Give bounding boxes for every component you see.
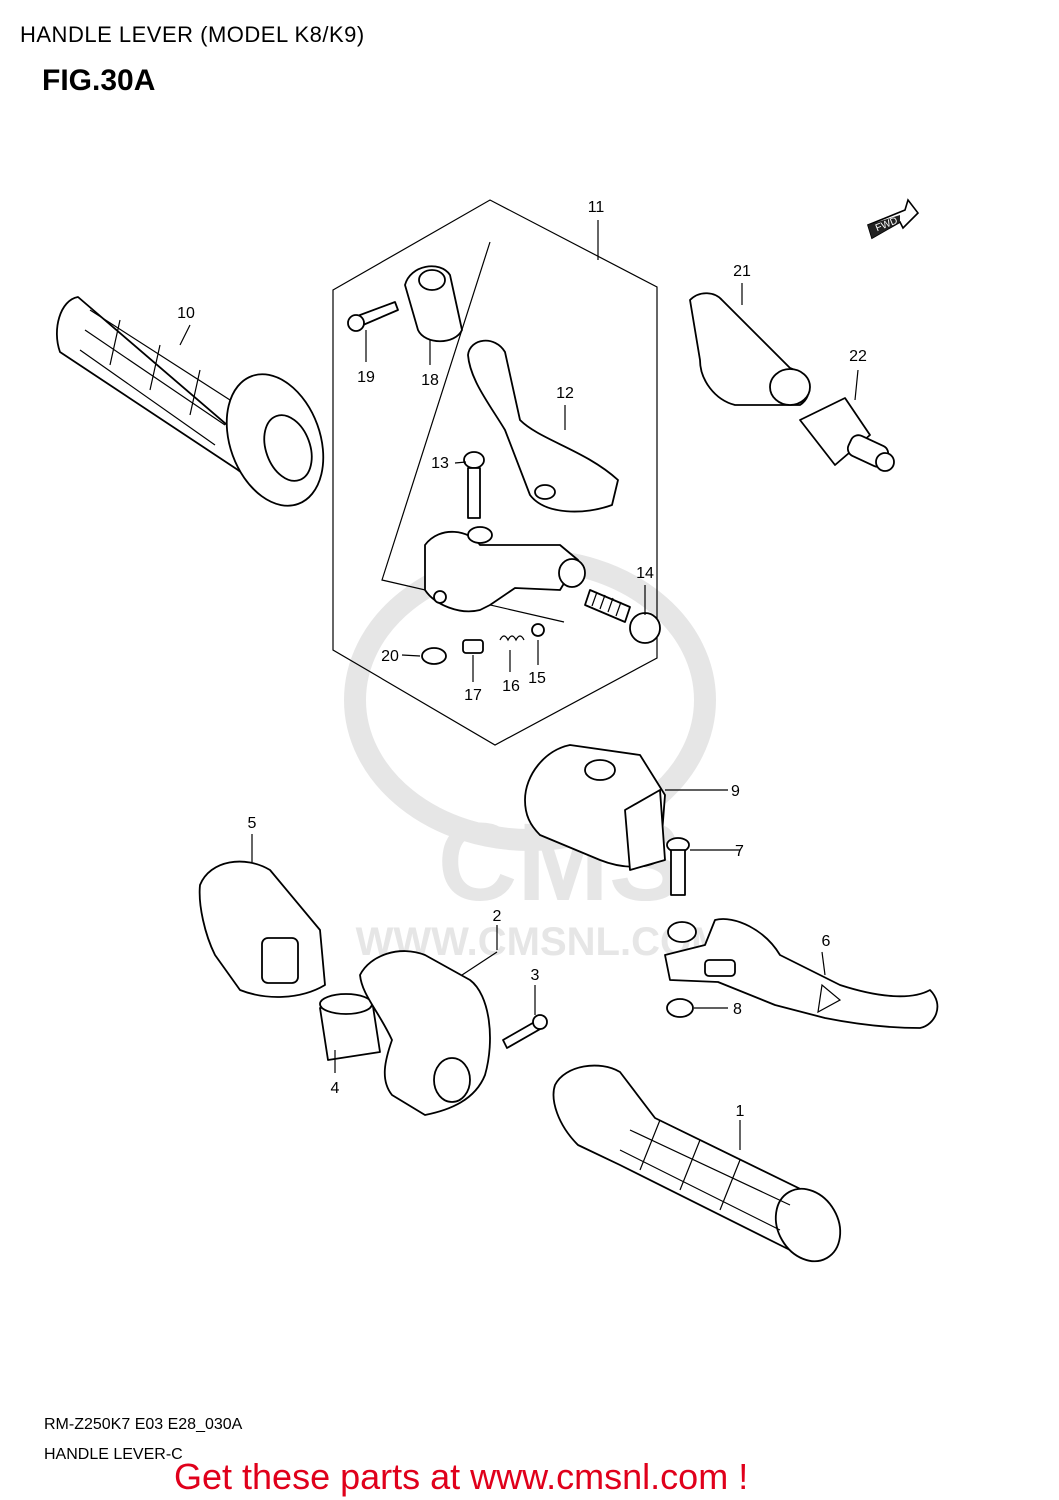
callout-14: 14 — [636, 565, 654, 582]
throttle-cover-5 — [198, 860, 326, 998]
figure-label: FIG.30A — [42, 64, 156, 97]
callout-21: 21 — [733, 263, 751, 280]
adjuster-nut-22 — [799, 397, 895, 472]
diagram-code: RM-Z250K7 E03 E28_030A — [44, 1416, 243, 1433]
page-title: HANDLE LEVER (MODEL K8/K9) — [20, 22, 365, 47]
callout-6: 6 — [822, 933, 831, 950]
callout-22: 22 — [849, 348, 867, 365]
lever-nut-8 — [666, 998, 694, 1018]
callout-17: 17 — [464, 687, 482, 704]
cable-cover-21 — [689, 292, 811, 406]
diagram-subtitle: HANDLE LEVER-C — [44, 1446, 183, 1463]
callout-11: 11 — [588, 199, 605, 216]
lever-bracket — [424, 526, 586, 613]
lever-assembly-outline — [332, 199, 658, 746]
dust-cap-20 — [421, 647, 447, 665]
ball-15 — [531, 623, 545, 637]
callout-9: 9 — [731, 783, 740, 800]
callout-13: 13 — [431, 455, 449, 472]
callout-3: 3 — [531, 967, 540, 984]
clutch-lever-12 — [467, 339, 619, 513]
assembly-inner-outline — [381, 241, 565, 623]
lever-bolt-7 — [666, 837, 690, 896]
callout-5: 5 — [248, 815, 257, 832]
throttle-sleeve-4 — [319, 993, 381, 1061]
cta-link[interactable]: Get these parts at www.cmsnl.com ! — [174, 1456, 749, 1497]
callout-2: 2 — [493, 908, 502, 925]
leader-lines — [179, 220, 859, 1150]
callout-1: 1 — [736, 1103, 745, 1120]
right-grip-1 — [552, 1064, 842, 1263]
callout-7: 7 — [735, 843, 744, 860]
clamp-bolt-19 — [347, 301, 399, 332]
callout-8: 8 — [733, 1001, 742, 1018]
callout-18: 18 — [421, 372, 439, 389]
callout-10: 10 — [177, 305, 195, 322]
callout-20: 20 — [381, 648, 399, 665]
pin-17 — [462, 639, 484, 654]
throttle-housing-2 — [359, 950, 491, 1116]
brake-lever-6 — [664, 918, 939, 1029]
callout-16: 16 — [502, 678, 520, 695]
pivot-bolt-13 — [463, 451, 485, 519]
fwd-label: FWD — [874, 215, 899, 234]
callout-12: 12 — [556, 385, 574, 402]
spring-16 — [499, 635, 525, 642]
throttle-housing-9 — [524, 744, 666, 871]
fwd-arrow-badge: FWD — [867, 198, 920, 240]
lever-clamp-18 — [404, 265, 463, 343]
housing-screw-3 — [502, 1014, 548, 1049]
callout-19: 19 — [357, 369, 375, 386]
left-grip-10 — [56, 296, 325, 507]
callout-15: 15 — [528, 670, 546, 687]
callout-4: 4 — [331, 1080, 340, 1097]
